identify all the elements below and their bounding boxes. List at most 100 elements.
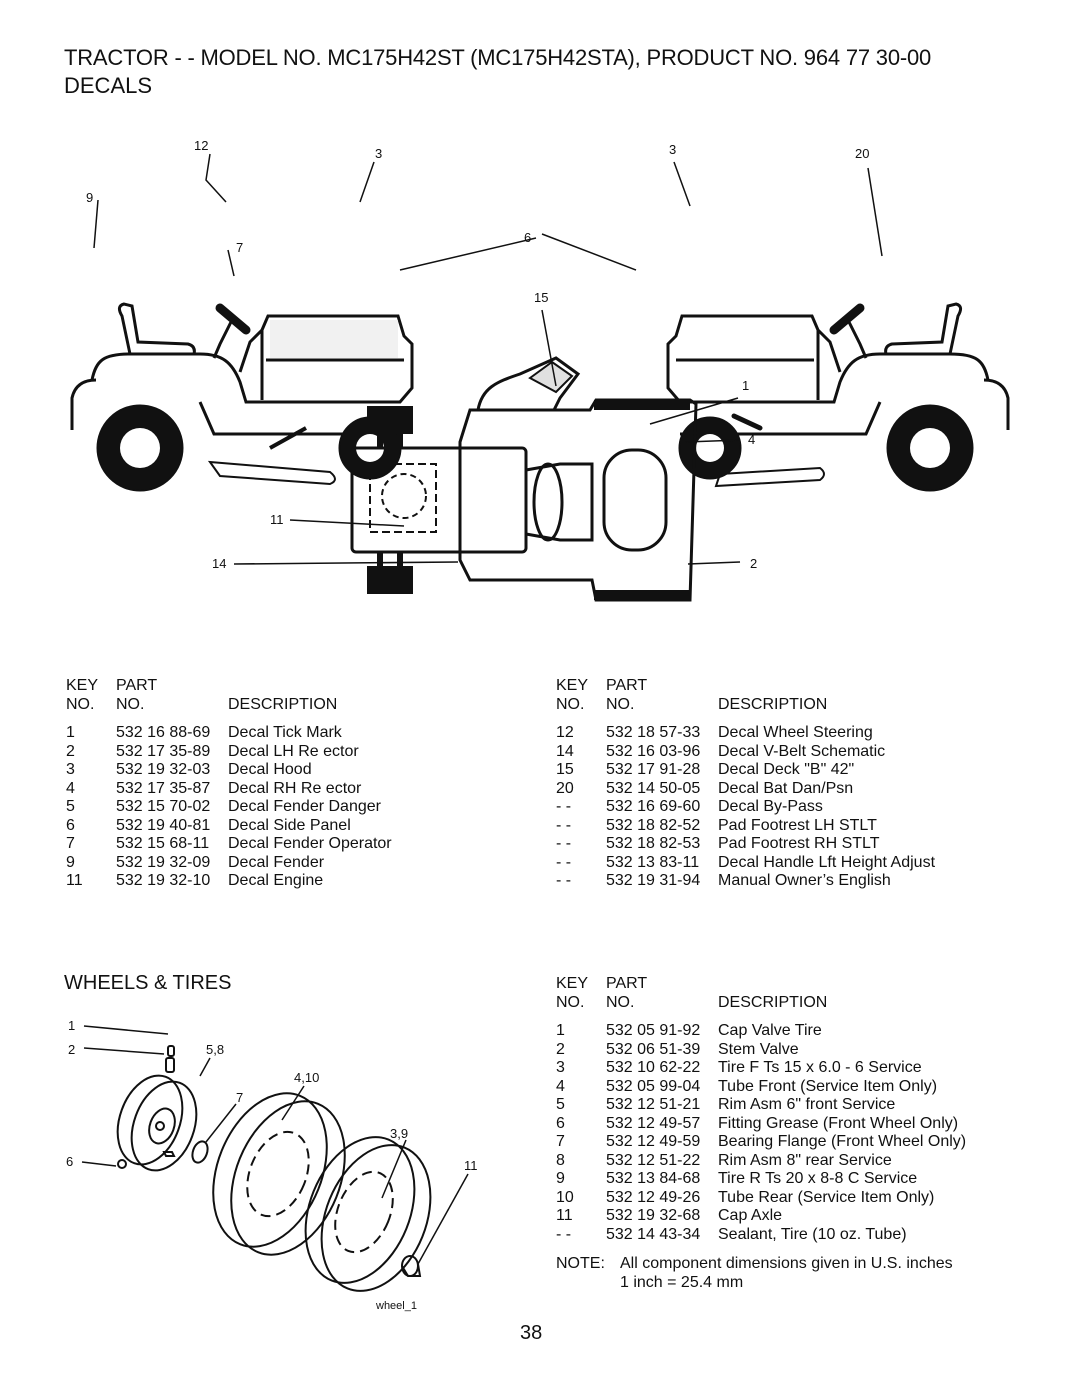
- part-number-cell: 532 16 03-96: [606, 742, 701, 760]
- part-number-cell: 532 12 49-26: [606, 1188, 701, 1206]
- callout-15: 15: [534, 290, 548, 305]
- description-cell: Pad Footrest RH STLT: [718, 835, 880, 852]
- part-number-cell: 532 14 43-34: [606, 1225, 701, 1243]
- description-cell: Decal Fender Operator: [228, 835, 392, 852]
- key-cell: 3: [66, 761, 75, 778]
- description-cell: Decal RH Re ector: [228, 779, 362, 797]
- description-cell: Cap Valve Tire: [718, 1022, 822, 1039]
- part-number-cell: 532 18 82-53: [606, 835, 701, 852]
- callout-9: 9: [86, 190, 93, 205]
- description-cell: Decal Deck "B" 42": [718, 761, 855, 778]
- description-cell: Manual Owner’s English: [718, 872, 891, 889]
- part-number-cell: 532 19 40-81: [116, 816, 211, 834]
- part-number-cell: 532 17 91-28: [606, 761, 701, 778]
- key-cell: 9: [556, 1170, 565, 1187]
- top-view-rear-wheel-left: [594, 400, 690, 410]
- wheel-callout-2: 2: [68, 1042, 75, 1057]
- wheel-callout-6: 6: [66, 1154, 73, 1169]
- part-number-cell: 532 16 88-69: [116, 724, 211, 741]
- description-cell: Rim Asm 6" front Service: [718, 1096, 896, 1113]
- description-cell: Cap Axle: [718, 1207, 783, 1224]
- description-cell: Decal By-Pass: [718, 798, 823, 815]
- part-number-cell: 532 06 51-39: [606, 1040, 701, 1058]
- note-line-2: 1 inch = 25.4 mm: [620, 1273, 744, 1291]
- top-view-rear-wheel-right: [594, 590, 690, 600]
- part-number-cell: 532 19 32-09: [116, 853, 211, 871]
- table-row: 6 532 19 40-81 Decal Side Panel: [66, 817, 446, 836]
- key-cell: - -: [556, 1225, 572, 1243]
- key-cell: 15: [556, 761, 574, 778]
- decal-leader-lines: [93, 153, 883, 565]
- wheel-parts-illustration: [116, 1045, 432, 1292]
- part-number-cell: 532 19 32-03: [116, 761, 211, 778]
- wheel-callout-7: 7: [236, 1090, 243, 1105]
- key-cell: - -: [556, 872, 572, 889]
- description-cell: Decal LH Re ector: [228, 742, 359, 760]
- header-no: NO.: [66, 695, 95, 713]
- section-title-decals: DECALS: [64, 73, 153, 98]
- part-number-cell: 532 10 62-22: [606, 1059, 701, 1076]
- callout-20: 20: [855, 146, 869, 161]
- decals-diagram: 12 3 9 7 3 20 6 15 1 4 11 14 2: [70, 138, 1010, 602]
- key-cell: 2: [556, 1040, 565, 1058]
- key-cell: 10: [556, 1188, 574, 1206]
- top-view-front-wheel-right: [367, 566, 413, 594]
- callout-1: 1: [742, 378, 749, 393]
- header-description: DESCRIPTION: [718, 993, 828, 1011]
- key-cell: 4: [556, 1077, 565, 1095]
- key-cell: 6: [66, 816, 75, 834]
- description-cell: Tire F Ts 15 x 6.0 - 6 Service: [718, 1059, 922, 1076]
- key-cell: 7: [66, 835, 75, 852]
- wheel-callout-4-10: 4,10: [294, 1070, 319, 1085]
- description-cell: Rim Asm 8" rear Service: [718, 1151, 892, 1169]
- description-cell: Decal Bat Dan/Psn: [718, 779, 854, 797]
- section-title-wheels: WHEELS & TIRES: [64, 972, 232, 994]
- description-cell: Decal Wheel Steering: [718, 724, 873, 741]
- part-number-cell: 532 13 84-68: [606, 1170, 701, 1187]
- description-cell: Decal Side Panel: [228, 816, 351, 834]
- part-number-cell: 532 15 70-02: [116, 798, 211, 815]
- callout-14: 14: [212, 556, 226, 571]
- callout-6: 6: [524, 230, 531, 245]
- description-cell: Pad Footrest LH STLT: [718, 816, 877, 834]
- part-number-cell: 532 18 57-33: [606, 724, 701, 741]
- key-cell: 7: [556, 1133, 565, 1150]
- top-view-front-wheel-left: [367, 406, 413, 434]
- wheels-diagram: 1 2 5,8 4,10 7 3,9 6 11: [66, 1018, 478, 1292]
- note-line-1: All component dimensions given in U.S. i…: [620, 1255, 953, 1272]
- callout-4: 4: [748, 432, 755, 447]
- wheel-leader-lines: [81, 1025, 469, 1265]
- key-cell: - -: [556, 816, 572, 834]
- note-label: NOTE:: [556, 1255, 605, 1272]
- part-number-cell: 532 16 69-60: [606, 798, 701, 815]
- description-cell: Decal V-Belt Schematic: [718, 742, 886, 760]
- key-cell: 11: [556, 1207, 573, 1224]
- key-cell: 11: [66, 872, 83, 889]
- part-number-cell: 532 13 83-11: [606, 853, 700, 871]
- key-cell: - -: [556, 853, 572, 871]
- description-cell: Tire R Ts 20 x 8-8 C Service: [718, 1170, 918, 1187]
- key-cell: 5: [66, 798, 75, 815]
- description-cell: Decal Fender: [228, 853, 325, 871]
- part-number-cell: 532 14 50-05: [606, 779, 701, 797]
- key-cell: 5: [556, 1096, 565, 1113]
- page-number: 38: [520, 1322, 543, 1344]
- key-cell: 14: [556, 742, 574, 760]
